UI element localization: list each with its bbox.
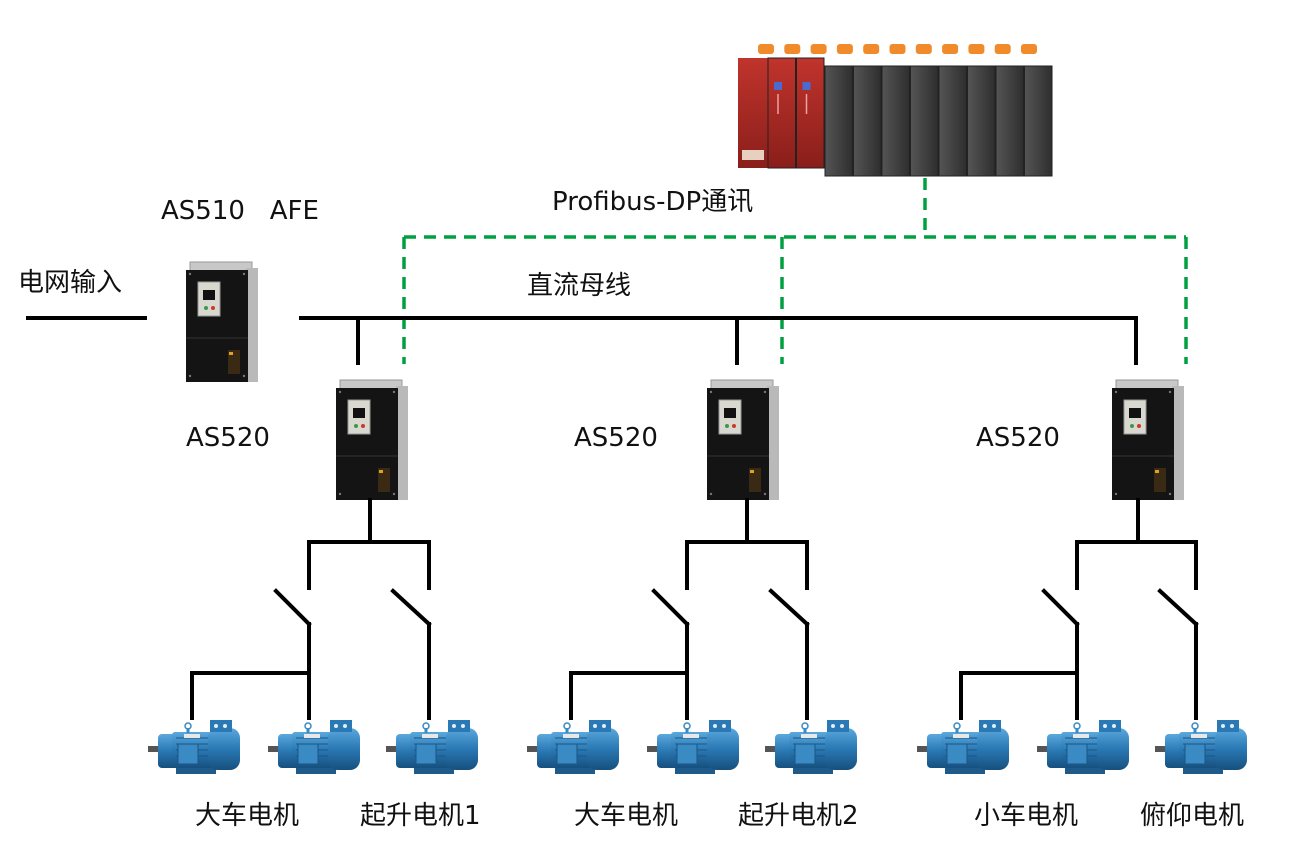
plc-connector-cap: [994, 44, 1011, 54]
plc-cpu-module: [796, 57, 825, 169]
motor-feed-line: [959, 671, 1079, 720]
plc-cpu-module: [767, 57, 796, 169]
contactor-switch: [1157, 588, 1199, 627]
motor: [764, 719, 858, 775]
grid-input-label: 电网输入: [18, 268, 123, 298]
plc-connector-cap: [784, 44, 801, 54]
plc-io-module: [881, 65, 910, 177]
plc-io-module: [853, 65, 882, 177]
splitter-line: [307, 540, 431, 590]
drive-group-1: [147, 379, 479, 775]
afe-drive: [185, 261, 259, 383]
plc-connector-cap: [758, 44, 774, 54]
contactor-switch: [768, 588, 810, 627]
drive-group-2: [526, 379, 858, 775]
motor: [1154, 719, 1248, 775]
motor-label: 大车电机: [574, 801, 679, 831]
plc-connector-cap: [863, 44, 880, 54]
plc-rack: [738, 44, 1053, 177]
plc-power-supply: [738, 58, 768, 168]
profibus-network: [402, 178, 1188, 364]
plc-io-module: [910, 65, 939, 177]
motor: [646, 719, 740, 775]
as520-drive: [335, 379, 409, 501]
drive-group-3: [916, 379, 1248, 775]
motor-label: 小车电机: [974, 801, 1079, 831]
motor: [916, 719, 1010, 775]
motor: [1036, 719, 1130, 775]
plc-connector-cap: [810, 44, 827, 54]
motor-label: 俯仰电机: [1140, 801, 1245, 831]
drive-model-label: AS520: [574, 423, 658, 453]
contactor-switch: [1041, 588, 1080, 627]
afe-label: AS510 AFE: [161, 196, 319, 226]
motor: [526, 719, 620, 775]
drive-model-label: AS520: [976, 423, 1060, 453]
plc-connector-cap: [942, 44, 959, 54]
motor-label: 起升电机2: [738, 801, 859, 831]
splitter-line: [685, 540, 809, 590]
motor: [147, 719, 241, 775]
plc-connector-cap: [915, 44, 932, 54]
plc-connector-cap: [1021, 44, 1037, 54]
splitter-line: [1075, 540, 1198, 590]
contactor-switch: [273, 588, 312, 627]
plc-io-module: [967, 65, 996, 177]
plc-io-module: [824, 65, 853, 177]
motor-label: 大车电机: [195, 801, 300, 831]
plc-connector-cap: [889, 44, 906, 54]
plc-io-module: [1024, 65, 1053, 177]
motor-label: 起升电机1: [360, 801, 481, 831]
contactor-switch: [651, 588, 690, 627]
as520-drive: [1111, 379, 1185, 501]
plc-connector-cap: [968, 44, 985, 54]
plc-io-module: [995, 65, 1024, 177]
plc-connector-cap: [836, 44, 853, 54]
as520-drive: [706, 379, 780, 501]
drive-model-label: AS520: [186, 423, 270, 453]
motor: [267, 719, 361, 775]
contactor-switch: [390, 588, 432, 627]
motor-feed-line: [190, 671, 311, 720]
motor-feed-line: [569, 671, 689, 720]
plc-io-module: [938, 65, 967, 177]
dc-bus-label: 直流母线: [527, 271, 632, 301]
motor: [385, 719, 479, 775]
profibus-label: Profibus-DP通讯: [552, 187, 754, 217]
